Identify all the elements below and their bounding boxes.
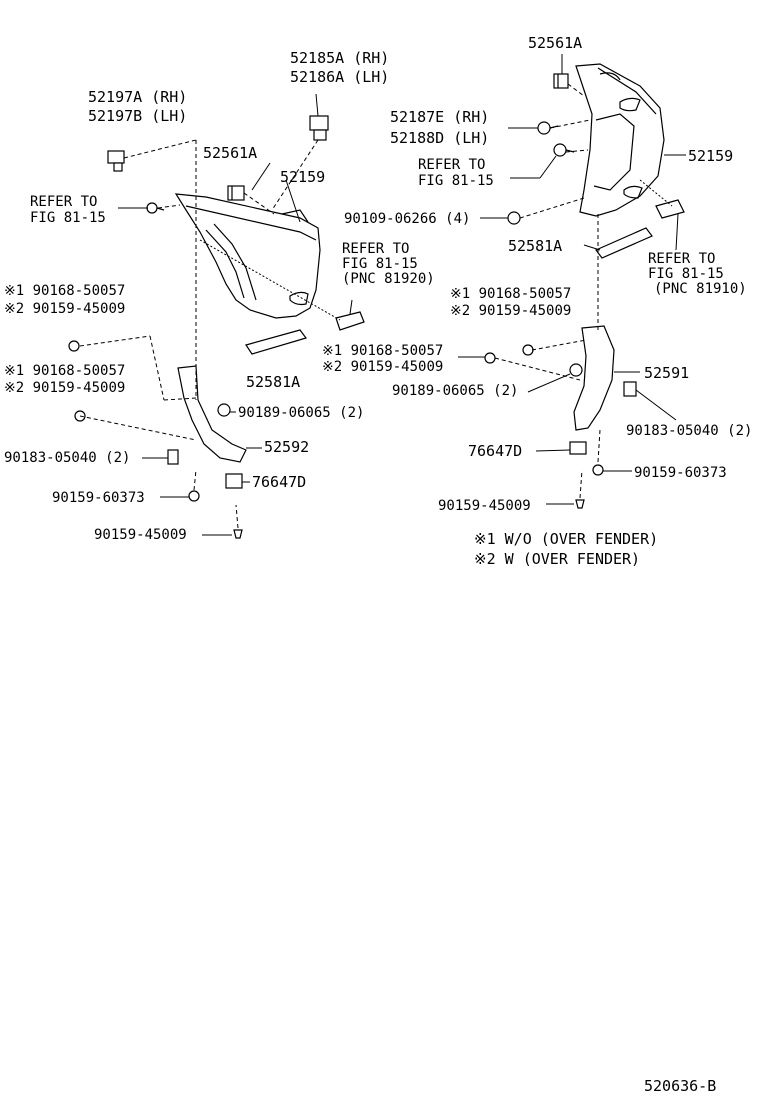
label-52197a: 52197A (RH) [88,88,188,106]
left-screw-45009 [233,529,243,539]
right-bracket-52591-part [573,325,615,431]
left-screw-60373 [188,490,200,502]
legend-note-1: ※1 W/O (OVER FENDER) [474,530,659,548]
right-screw-45009 [575,499,585,509]
label-90183-right: 90183-05040 (2) [626,423,753,439]
label-52185a: 52185A (RH) [290,49,390,67]
label-52591: 52591 [644,364,690,382]
label-90183-left: 90183-05040 (2) [4,450,131,466]
left-clip-52185-part [309,115,329,141]
label-fig-right-2: FIG 81-15 [648,266,724,282]
label-76647d-right: 76647D [468,442,523,460]
label-90159-45009-right: 90159-45009 [438,498,531,514]
label-refer-to-left-2: REFER TO [342,241,410,257]
right-bumper-cover-part [575,63,665,217]
label-90189-right: 90189-06065 (2) [392,383,519,399]
label-90189-left: 90189-06065 (2) [238,405,365,421]
left-pad-52581-part [245,329,307,355]
label-52592: 52592 [264,438,310,456]
label-52581a-right: 52581A [508,237,563,255]
label-refer-to-left-1: REFER TO [30,194,98,210]
legend-note-2: ※2 W (OVER FENDER) [474,550,641,568]
label-90159-60373-left: 90159-60373 [52,490,145,506]
right-clip-76647 [569,441,587,455]
label-s2-left-b: ※2 90159-45009 [4,380,126,396]
right-bolt-90109 [507,211,521,225]
label-s1-right-a: ※1 90168-50057 [450,286,572,302]
label-52187e: 52187E (RH) [390,108,490,126]
label-pnc-81920: (PNC 81920) [342,271,435,287]
label-fig-left-1: FIG 81-15 [30,210,106,226]
label-52561a-right: 52561A [528,34,583,52]
left-clip-90183 [167,449,179,465]
drawing-number: 520636-B [644,1077,717,1095]
left-lamp-cap-part [335,311,365,331]
right-bolt-90189 [569,363,583,377]
right-screw-refer-part [553,143,575,157]
label-s1-right-b: ※1 90168-50057 [322,343,444,359]
label-s2-left-a: ※2 90159-45009 [4,301,126,317]
label-52159-left: 52159 [280,168,326,186]
right-pad-52581-part [595,227,653,259]
label-fig-left-2: FIG 81-15 [342,256,418,272]
label-52197b: 52197B (LH) [88,107,188,125]
left-bumper-cover-part [174,193,321,319]
right-clip-90183 [623,381,637,397]
label-52561a-left: 52561A [203,144,258,162]
right-screw-60373 [592,464,604,476]
left-bolt-90189 [217,403,231,417]
label-refer-to-right-1: REFER TO [418,157,486,173]
label-76647d-left: 76647D [252,473,307,491]
label-52581a-left: 52581A [246,373,301,391]
left-bolt-upper [68,340,80,352]
left-leader-lines [79,93,353,536]
right-clip-52187-part [537,121,559,135]
label-52159-right: 52159 [688,147,734,165]
right-bolt-mid [484,352,496,364]
right-lamp-cap-part [655,199,685,219]
label-refer-to-right-2: REFER TO [648,251,716,267]
label-s1-left-a: ※1 90168-50057 [4,283,126,299]
label-90159-60373-right: 90159-60373 [634,465,727,481]
left-clip-76647 [225,473,243,489]
left-clip-52197-part [107,150,125,172]
right-52561-part [553,73,569,89]
left-52561-part [227,185,245,201]
label-52188d: 52188D (LH) [390,129,490,147]
label-pnc-81910: (PNC 81910) [654,281,747,297]
label-90159-45009-left: 90159-45009 [94,527,187,543]
label-90109: 90109-06266 (4) [344,211,471,227]
left-bracket-52592-part [177,365,247,463]
label-fig-right-1: FIG 81-15 [418,173,494,189]
right-bolt-upper [522,344,534,356]
label-52186a: 52186A (LH) [290,68,390,86]
label-s1-left-b: ※1 90168-50057 [4,363,126,379]
label-s2-right-a: ※2 90159-45009 [450,303,572,319]
right-leader-lines [458,54,686,505]
label-s2-right-b: ※2 90159-45009 [322,359,444,375]
